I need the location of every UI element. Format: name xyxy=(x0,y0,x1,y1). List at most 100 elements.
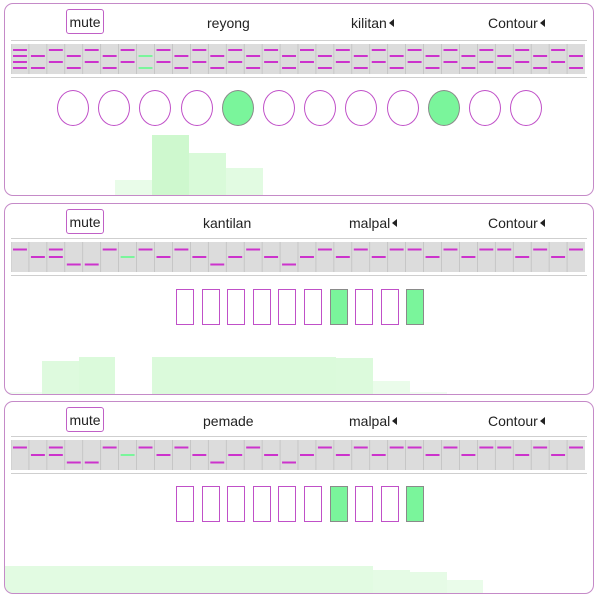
note-mark[interactable] xyxy=(533,55,548,57)
note-mark[interactable] xyxy=(371,454,386,456)
beat-step[interactable] xyxy=(304,486,322,522)
note-mark[interactable] xyxy=(389,446,404,449)
note-mark[interactable] xyxy=(264,61,279,63)
note-mark[interactable] xyxy=(156,61,171,63)
note-mark[interactable] xyxy=(569,55,583,57)
note-mark[interactable] xyxy=(317,446,332,449)
beat-step[interactable] xyxy=(252,289,271,325)
note-mark[interactable] xyxy=(515,256,530,258)
note-mark[interactable] xyxy=(533,67,548,69)
note-mark[interactable] xyxy=(246,446,261,449)
note-mark[interactable] xyxy=(102,248,117,251)
note-mark[interactable] xyxy=(353,248,368,251)
note-mark[interactable] xyxy=(551,454,566,456)
note-mark[interactable] xyxy=(335,454,350,456)
mode-dropdown[interactable]: Contour xyxy=(488,15,545,31)
note-mark[interactable] xyxy=(174,446,189,449)
note-mark[interactable] xyxy=(192,61,207,63)
note-mark[interactable] xyxy=(48,454,63,456)
note-mark[interactable] xyxy=(174,55,189,57)
note-mark[interactable] xyxy=(48,49,63,51)
note-mark[interactable] xyxy=(479,248,494,251)
note-mark[interactable] xyxy=(13,446,27,449)
mute-button[interactable]: mute xyxy=(66,407,104,432)
note-mark[interactable] xyxy=(515,61,530,63)
note-mark[interactable] xyxy=(13,248,27,251)
beat-circle[interactable] xyxy=(345,90,378,126)
beat-step[interactable] xyxy=(380,486,399,522)
mode-dropdown[interactable]: Contour xyxy=(488,413,545,429)
beat-step[interactable] xyxy=(355,486,374,522)
beat-circle[interactable] xyxy=(386,90,419,126)
note-mark[interactable] xyxy=(533,446,548,449)
beat-step[interactable] xyxy=(227,289,246,325)
note-mark[interactable] xyxy=(497,248,512,251)
note-mark[interactable] xyxy=(192,256,207,258)
note-mark[interactable] xyxy=(228,256,243,258)
note-mark[interactable] xyxy=(443,446,458,449)
beat-circle[interactable] xyxy=(427,90,460,126)
beat-step[interactable] xyxy=(406,289,425,325)
beat-step[interactable] xyxy=(227,486,246,522)
note-mark[interactable] xyxy=(461,67,476,69)
note-mark[interactable] xyxy=(120,256,135,258)
beat-step[interactable] xyxy=(329,289,348,325)
note-mark[interactable] xyxy=(84,263,99,266)
note-mark[interactable] xyxy=(192,49,207,51)
note-mark[interactable] xyxy=(335,256,350,258)
beat-step[interactable] xyxy=(380,289,399,325)
note-mark[interactable] xyxy=(13,49,27,51)
beat-circle[interactable] xyxy=(469,90,501,126)
note-mark[interactable] xyxy=(353,446,368,449)
note-mark[interactable] xyxy=(282,55,296,57)
note-mark[interactable] xyxy=(210,461,225,464)
note-mark[interactable] xyxy=(138,55,153,57)
note-mark[interactable] xyxy=(371,61,386,63)
note-mark[interactable] xyxy=(138,248,153,251)
beat-step[interactable] xyxy=(252,486,271,522)
note-mark[interactable] xyxy=(264,49,279,51)
note-mark[interactable] xyxy=(156,256,171,258)
note-mark[interactable] xyxy=(335,61,350,63)
note-mark[interactable] xyxy=(533,248,548,251)
beat-step[interactable] xyxy=(355,289,374,325)
note-mark[interactable] xyxy=(282,263,296,266)
note-mark[interactable] xyxy=(102,446,117,449)
note-mark[interactable] xyxy=(210,67,225,69)
note-mark[interactable] xyxy=(479,49,494,51)
note-mark[interactable] xyxy=(246,67,261,69)
beat-step[interactable] xyxy=(278,289,297,325)
note-mark[interactable] xyxy=(461,256,476,258)
note-mark[interactable] xyxy=(13,67,27,69)
beat-step[interactable] xyxy=(201,486,220,522)
beat-step[interactable] xyxy=(176,289,194,325)
note-mark[interactable] xyxy=(30,67,45,69)
note-mark[interactable] xyxy=(335,49,350,51)
note-mark[interactable] xyxy=(551,256,566,258)
mode-dropdown[interactable]: Contour xyxy=(488,215,545,231)
note-mark[interactable] xyxy=(300,256,314,258)
note-mark[interactable] xyxy=(30,256,45,258)
note-mark[interactable] xyxy=(389,248,404,251)
note-mark[interactable] xyxy=(461,454,476,456)
note-mark[interactable] xyxy=(156,454,171,456)
note-mark[interactable] xyxy=(407,248,422,251)
note-mark[interactable] xyxy=(120,454,135,456)
note-mark[interactable] xyxy=(66,461,81,464)
note-mark[interactable] xyxy=(228,454,243,456)
note-mark[interactable] xyxy=(84,49,99,51)
note-mark[interactable] xyxy=(210,263,225,266)
note-mark[interactable] xyxy=(156,49,171,51)
note-mark[interactable] xyxy=(317,248,332,251)
note-mark[interactable] xyxy=(13,61,27,63)
note-mark[interactable] xyxy=(174,248,189,251)
note-mark[interactable] xyxy=(264,256,279,258)
note-mark[interactable] xyxy=(174,67,189,69)
note-mark[interactable] xyxy=(551,61,566,63)
note-mark[interactable] xyxy=(246,55,261,57)
note-mark[interactable] xyxy=(353,55,368,57)
note-mark[interactable] xyxy=(317,55,332,57)
note-mark[interactable] xyxy=(300,49,314,51)
note-mark[interactable] xyxy=(407,61,422,63)
note-mark[interactable] xyxy=(569,67,583,69)
